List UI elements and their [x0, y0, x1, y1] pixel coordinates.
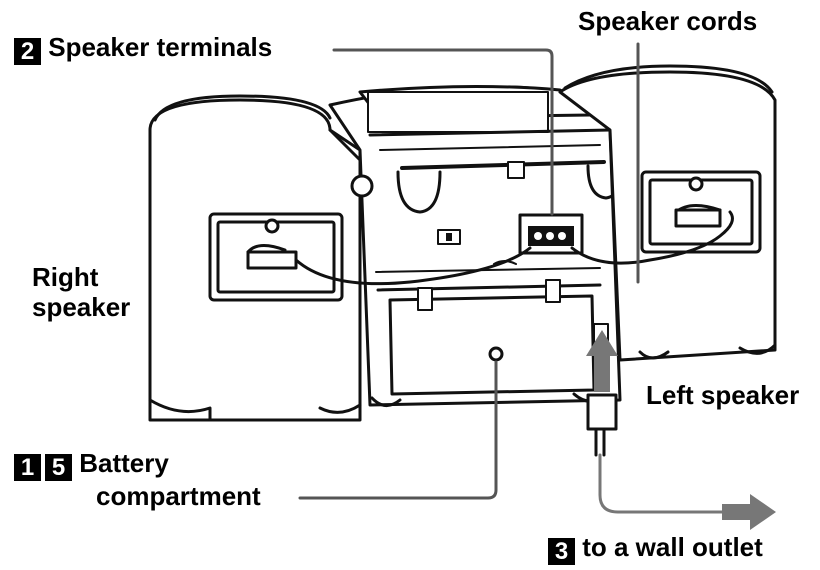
plug-in-arrow	[586, 330, 618, 392]
wall-outlet-label: 3 to a wall outlet	[548, 532, 763, 565]
step-3-badge: 3	[548, 538, 575, 565]
speaker-cords-label: Speaker cords	[578, 6, 758, 36]
right-speaker-label: Right speaker	[32, 262, 130, 322]
battery-compartment-line2: compartment	[96, 481, 261, 511]
leader-lines	[298, 42, 640, 500]
wall-outlet-text: to a wall outlet	[582, 532, 763, 562]
left-speaker-label: Left speaker	[646, 380, 800, 410]
step-2-badge: 2	[14, 38, 41, 65]
right-speaker-line1: Right	[32, 262, 99, 292]
left-speaker-unit	[558, 64, 777, 362]
right-speaker-line2: speaker	[32, 292, 131, 322]
speaker-cords	[294, 210, 734, 286]
speaker-terminals-label: 2 Speaker terminals	[14, 32, 272, 65]
step-5-badge: 5	[45, 454, 72, 481]
step-1-badge: 1	[14, 454, 41, 481]
battery-compartment-line1: Battery	[79, 448, 169, 478]
speaker-terminals-text: Speaker terminals	[48, 32, 273, 62]
to-outlet-arrow	[722, 494, 776, 530]
speaker-terminals-leader	[332, 48, 554, 216]
battery-compartment-leader	[298, 360, 498, 500]
power-cord	[586, 393, 730, 514]
main-unit	[328, 84, 640, 407]
right-speaker-unit	[148, 94, 362, 422]
connect-arrows	[586, 330, 776, 530]
